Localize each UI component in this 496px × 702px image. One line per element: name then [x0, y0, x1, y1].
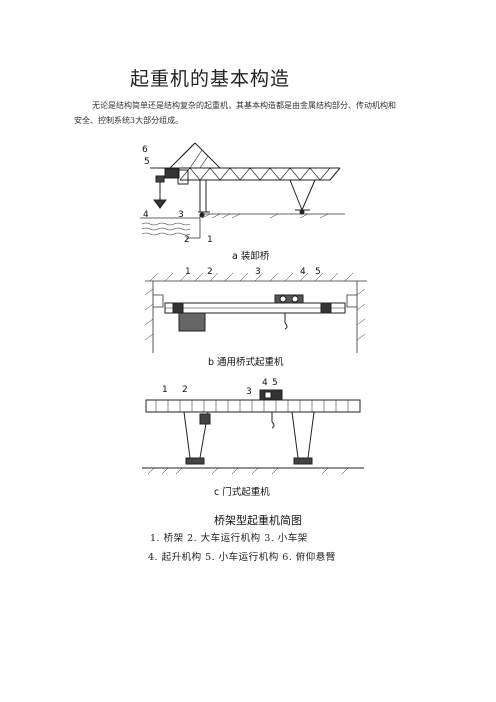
- fig-a-label-4: 4: [143, 210, 149, 220]
- legend-row-2: 4. 起升机构 5. 小车运行机构 6. 俯仰悬臂: [148, 552, 336, 563]
- figure-a-caption: a 装卸桥: [232, 251, 270, 262]
- fig-b-label-3: 3: [255, 267, 261, 277]
- fig-c-label-3: 3: [246, 387, 252, 397]
- legend-row-1: 1. 桥架 2. 大车运行机构 3. 小车架: [150, 533, 308, 544]
- fig-b-label-2: 2: [207, 267, 213, 277]
- fig-b-label-5: 5: [315, 267, 321, 277]
- fig-c-label-2: 2: [182, 385, 188, 395]
- figure-b-caption: b 通用桥式起重机: [208, 357, 284, 368]
- intro-line-2: 安全、控制系统3大部分组成。: [74, 116, 184, 125]
- fig-a-label-3: 3: [178, 210, 184, 220]
- page-title: 起重机的基本构造: [130, 68, 291, 90]
- fig-a-label-1: 1: [207, 235, 213, 245]
- figure-c-caption: c 门式起重机: [214, 487, 270, 498]
- fig-a-label-2: 2: [184, 235, 190, 245]
- fig-c-label-4: 4: [262, 378, 268, 388]
- fig-c-label-5: 5: [272, 378, 278, 388]
- figure-a-unloading-bridge: 6 5 4 3 2 1: [140, 142, 345, 245]
- figure-c-gantry-crane: 1 2 3 4 5: [142, 378, 364, 475]
- fig-c-label-1: 1: [162, 385, 168, 395]
- legend-title: 桥架型起重机简图: [214, 514, 302, 527]
- fig-a-label-5: 5: [144, 157, 150, 167]
- fig-b-label-1: 1: [185, 267, 191, 277]
- figure-b-bridge-crane: 1 2 3 4 5: [145, 267, 367, 353]
- fig-a-label-6: 6: [142, 145, 148, 155]
- fig-b-label-4: 4: [300, 267, 306, 277]
- intro-paragraph: 无论是结构简单还是结构复杂的起重机，其基本构造都是由金属结构部分、传动机构和 安…: [74, 98, 434, 128]
- intro-line-1: 无论是结构简单还是结构复杂的起重机，其基本构造都是由金属结构部分、传动机构和: [92, 101, 396, 110]
